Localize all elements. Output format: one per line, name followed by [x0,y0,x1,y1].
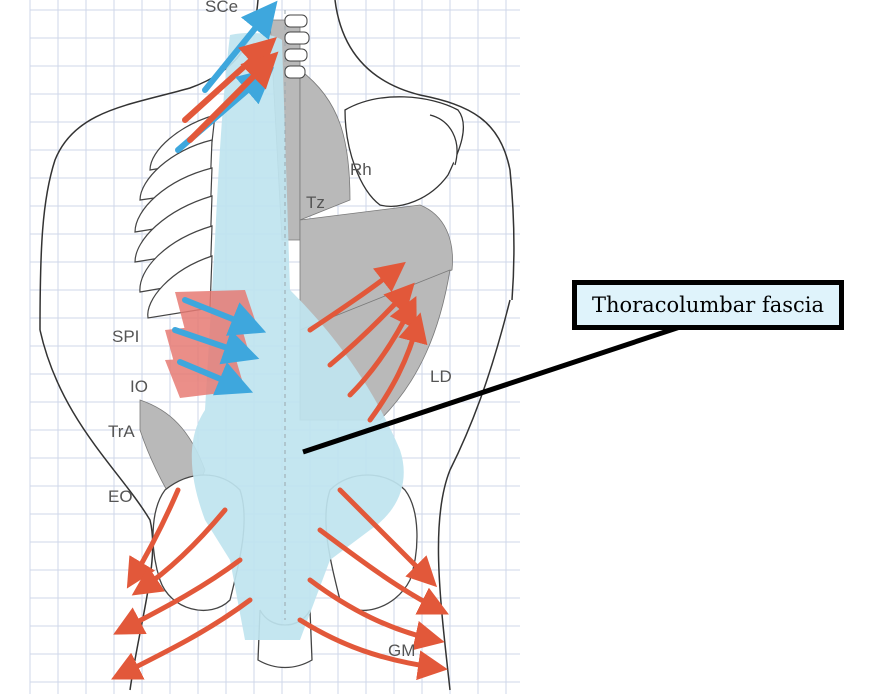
neck-arrows [175,0,279,153]
label-tra: TrA [108,422,135,441]
label-tz: Tz [306,193,325,212]
rib-cage [134,114,216,319]
label-rh: Rh [350,160,372,179]
callout-box: Thoracolumbar fascia [572,280,844,330]
callout-pointer [302,322,687,455]
gluteal-arrows [111,487,449,681]
label-ld: LD [430,367,452,386]
thoracolumbar-fascia [191,32,404,640]
label-io: IO [130,377,148,396]
cervical-vertebrae [284,14,310,79]
label-gm: GM [388,641,415,660]
label-sce: SCe [205,0,238,16]
side-arrows [172,297,267,396]
label-eo: EO [108,487,133,506]
scapula [344,96,465,207]
label-spi: SPI [112,327,139,346]
callout-label: Thoracolumbar fascia [591,293,825,317]
latissimus-arrows [307,261,428,423]
